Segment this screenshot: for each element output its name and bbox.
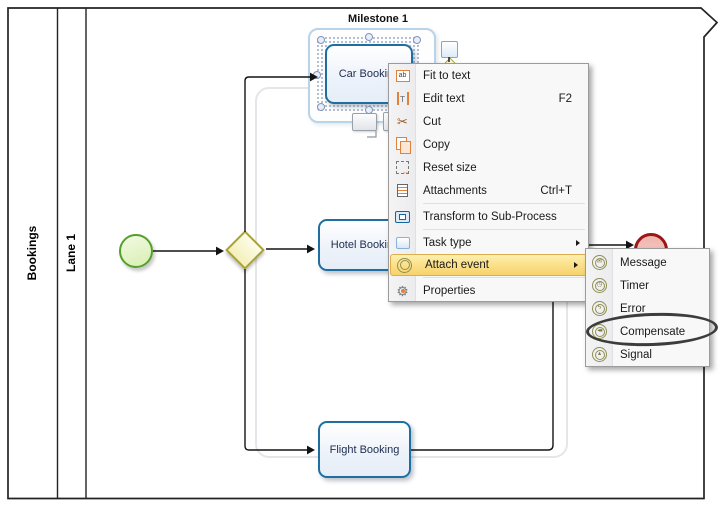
menu-item-attachments[interactable]: Attachments Ctrl+T: [389, 179, 588, 202]
task-label: Flight Booking: [329, 443, 400, 456]
lane-label: Lane 1: [64, 234, 78, 273]
edit-text-icon: T: [389, 92, 416, 105]
quick-add-task-button[interactable]: [441, 41, 458, 58]
submenu-arrow-icon: [574, 262, 578, 268]
resize-handle-nw[interactable]: [317, 36, 325, 44]
menu-item-cut[interactable]: ✂ Cut: [389, 110, 588, 133]
copy-icon: [389, 137, 416, 154]
menu-item-copy[interactable]: Copy: [389, 133, 588, 156]
task-type-icon: [389, 236, 416, 249]
menu-item-task-type[interactable]: Task type: [389, 231, 588, 254]
resize-handle-n[interactable]: [365, 33, 373, 41]
task-flight-booking[interactable]: Flight Booking: [318, 421, 411, 478]
context-menu: ab Fit to text T Edit text F2 ✂ Cut Copy…: [388, 63, 589, 302]
menu-item-attach-event[interactable]: Attach event: [390, 254, 587, 276]
mini-shape-preview: [352, 113, 377, 131]
shortcut-label: Ctrl+T: [540, 184, 572, 197]
attachments-icon: [389, 184, 416, 197]
start-event[interactable]: [119, 234, 153, 268]
submenu-item-timer[interactable]: ◷ Timer: [586, 274, 709, 297]
menu-item-transform-subprocess[interactable]: Transform to Sub-Process: [389, 205, 588, 228]
gear-icon: ⚙: [396, 282, 409, 299]
cut-icon: ✂: [397, 114, 408, 129]
menu-item-fit-to-text[interactable]: ab Fit to text: [389, 64, 588, 87]
resize-handle-ne[interactable]: [413, 36, 421, 44]
submenu-item-signal[interactable]: ▴ Signal: [586, 343, 709, 366]
submenu-item-message[interactable]: ✉ Message: [586, 251, 709, 274]
fit-to-text-icon: ab: [389, 69, 416, 82]
submenu-arrow-icon: [576, 239, 580, 246]
timer-event-icon: ◷: [586, 278, 613, 293]
error-event-icon: ϟ: [586, 301, 613, 316]
menu-item-reset-size[interactable]: Reset size: [389, 156, 588, 179]
menu-item-edit-text[interactable]: T Edit text F2: [389, 87, 588, 110]
menu-item-properties[interactable]: ⚙ Properties: [389, 279, 588, 302]
milestone-label: Milestone 1: [348, 13, 408, 25]
resize-handle-w[interactable]: [313, 71, 321, 79]
reset-size-icon: [389, 161, 416, 176]
resize-handle-sw[interactable]: [317, 103, 325, 111]
message-event-icon: ✉: [586, 255, 613, 270]
resize-handle-s[interactable]: [365, 106, 373, 114]
shortcut-label: F2: [558, 92, 572, 105]
attach-event-submenu: ✉ Message ◷ Timer ϟ Error ◂◂ Compensate …: [585, 248, 710, 367]
attach-event-icon: [391, 257, 418, 273]
pool-label: Bookings: [25, 225, 39, 281]
subprocess-icon: [389, 210, 416, 223]
signal-event-icon: ▴: [586, 347, 613, 362]
